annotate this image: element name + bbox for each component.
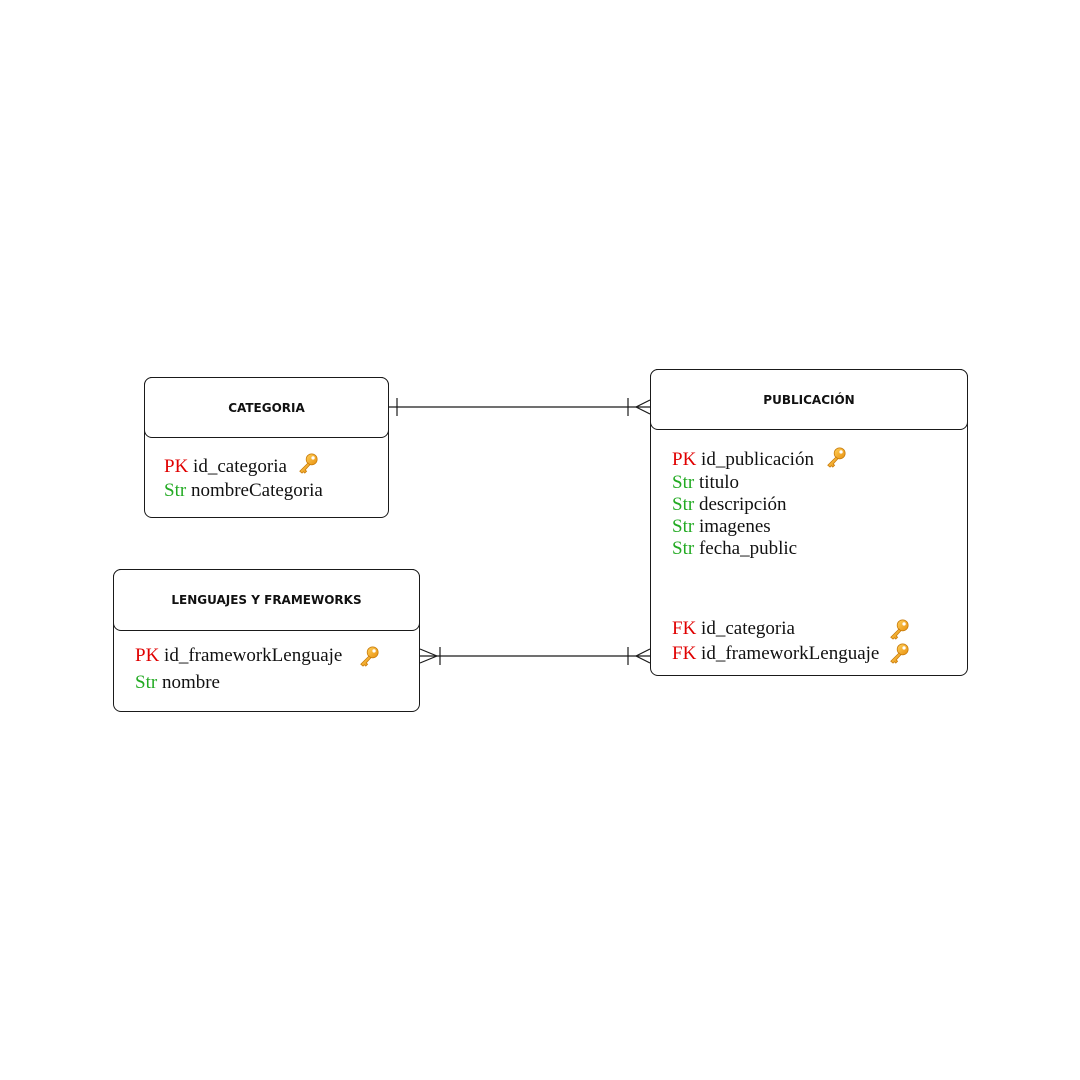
fk-tag: FK xyxy=(672,643,697,664)
attribute-name: id_publicación xyxy=(701,449,814,470)
attribute-row: PK id_frameworkLenguaje xyxy=(135,645,342,667)
key-icon xyxy=(297,452,319,474)
entity-title-categoria: CATEGORIA xyxy=(144,377,389,438)
str-tag: Str xyxy=(672,494,695,515)
crowfoot-marker xyxy=(635,399,651,408)
attribute-name: imagenes xyxy=(698,516,771,537)
attribute-row: PK id_categoria xyxy=(164,456,287,478)
attribute-row: Str nombreCategoria xyxy=(164,480,323,502)
attribute-name: id_frameworkLenguaje xyxy=(164,645,343,666)
attribute-name: id_categoria xyxy=(193,456,287,477)
crowfoot-marker xyxy=(635,655,651,664)
str-tag: Str xyxy=(672,516,695,537)
key-icon xyxy=(888,642,910,664)
key-icon xyxy=(825,446,847,468)
crowfoot-marker xyxy=(635,406,651,415)
pk-tag: PK xyxy=(135,645,160,666)
pk-tag: PK xyxy=(672,449,697,470)
pk-tag: PK xyxy=(164,456,189,477)
fk-tag: FK xyxy=(672,618,697,639)
attribute-name: titulo xyxy=(698,472,740,493)
crowfoot-marker xyxy=(635,648,651,657)
key-icon xyxy=(358,645,380,667)
str-tag: Str xyxy=(672,472,695,493)
attribute-row: FK id_categoria xyxy=(672,618,795,640)
attribute-row: FK id_frameworkLenguaje xyxy=(672,643,879,665)
attribute-name: nombre xyxy=(161,672,220,693)
attribute-row: Str descripción xyxy=(672,494,787,516)
attribute-row: Str imagenes xyxy=(672,516,771,538)
entity-lenguajes-frameworks[interactable]: LENGUAJES Y FRAMEWORKS PK id_frameworkLe… xyxy=(113,569,420,712)
attribute-name: id_categoria xyxy=(701,618,795,639)
attribute-name: descripción xyxy=(698,494,787,515)
entity-title-lenguajes-frameworks: LENGUAJES Y FRAMEWORKS xyxy=(113,569,420,631)
attribute-name: id_frameworkLenguaje xyxy=(701,643,880,664)
attribute-row: Str titulo xyxy=(672,472,739,494)
attribute-row: PK id_publicación xyxy=(672,449,814,471)
str-tag: Str xyxy=(672,538,695,559)
entity-publicacion[interactable]: PUBLICACIÓN PK id_publicación Str titulo… xyxy=(650,369,968,676)
crowfoot-marker xyxy=(419,655,438,664)
entity-title-publicacion: PUBLICACIÓN xyxy=(650,369,968,430)
str-tag: Str xyxy=(135,672,158,693)
key-icon xyxy=(888,618,910,640)
entity-categoria[interactable]: CATEGORIA PK id_categoria Str nombreCate… xyxy=(144,377,389,518)
attribute-name: nombreCategoria xyxy=(190,480,323,501)
crowfoot-marker xyxy=(419,648,438,657)
attribute-name: fecha_public xyxy=(698,538,798,559)
str-tag: Str xyxy=(164,480,187,501)
attribute-row: Str fecha_public xyxy=(672,538,797,560)
attribute-row: Str nombre xyxy=(135,672,220,694)
